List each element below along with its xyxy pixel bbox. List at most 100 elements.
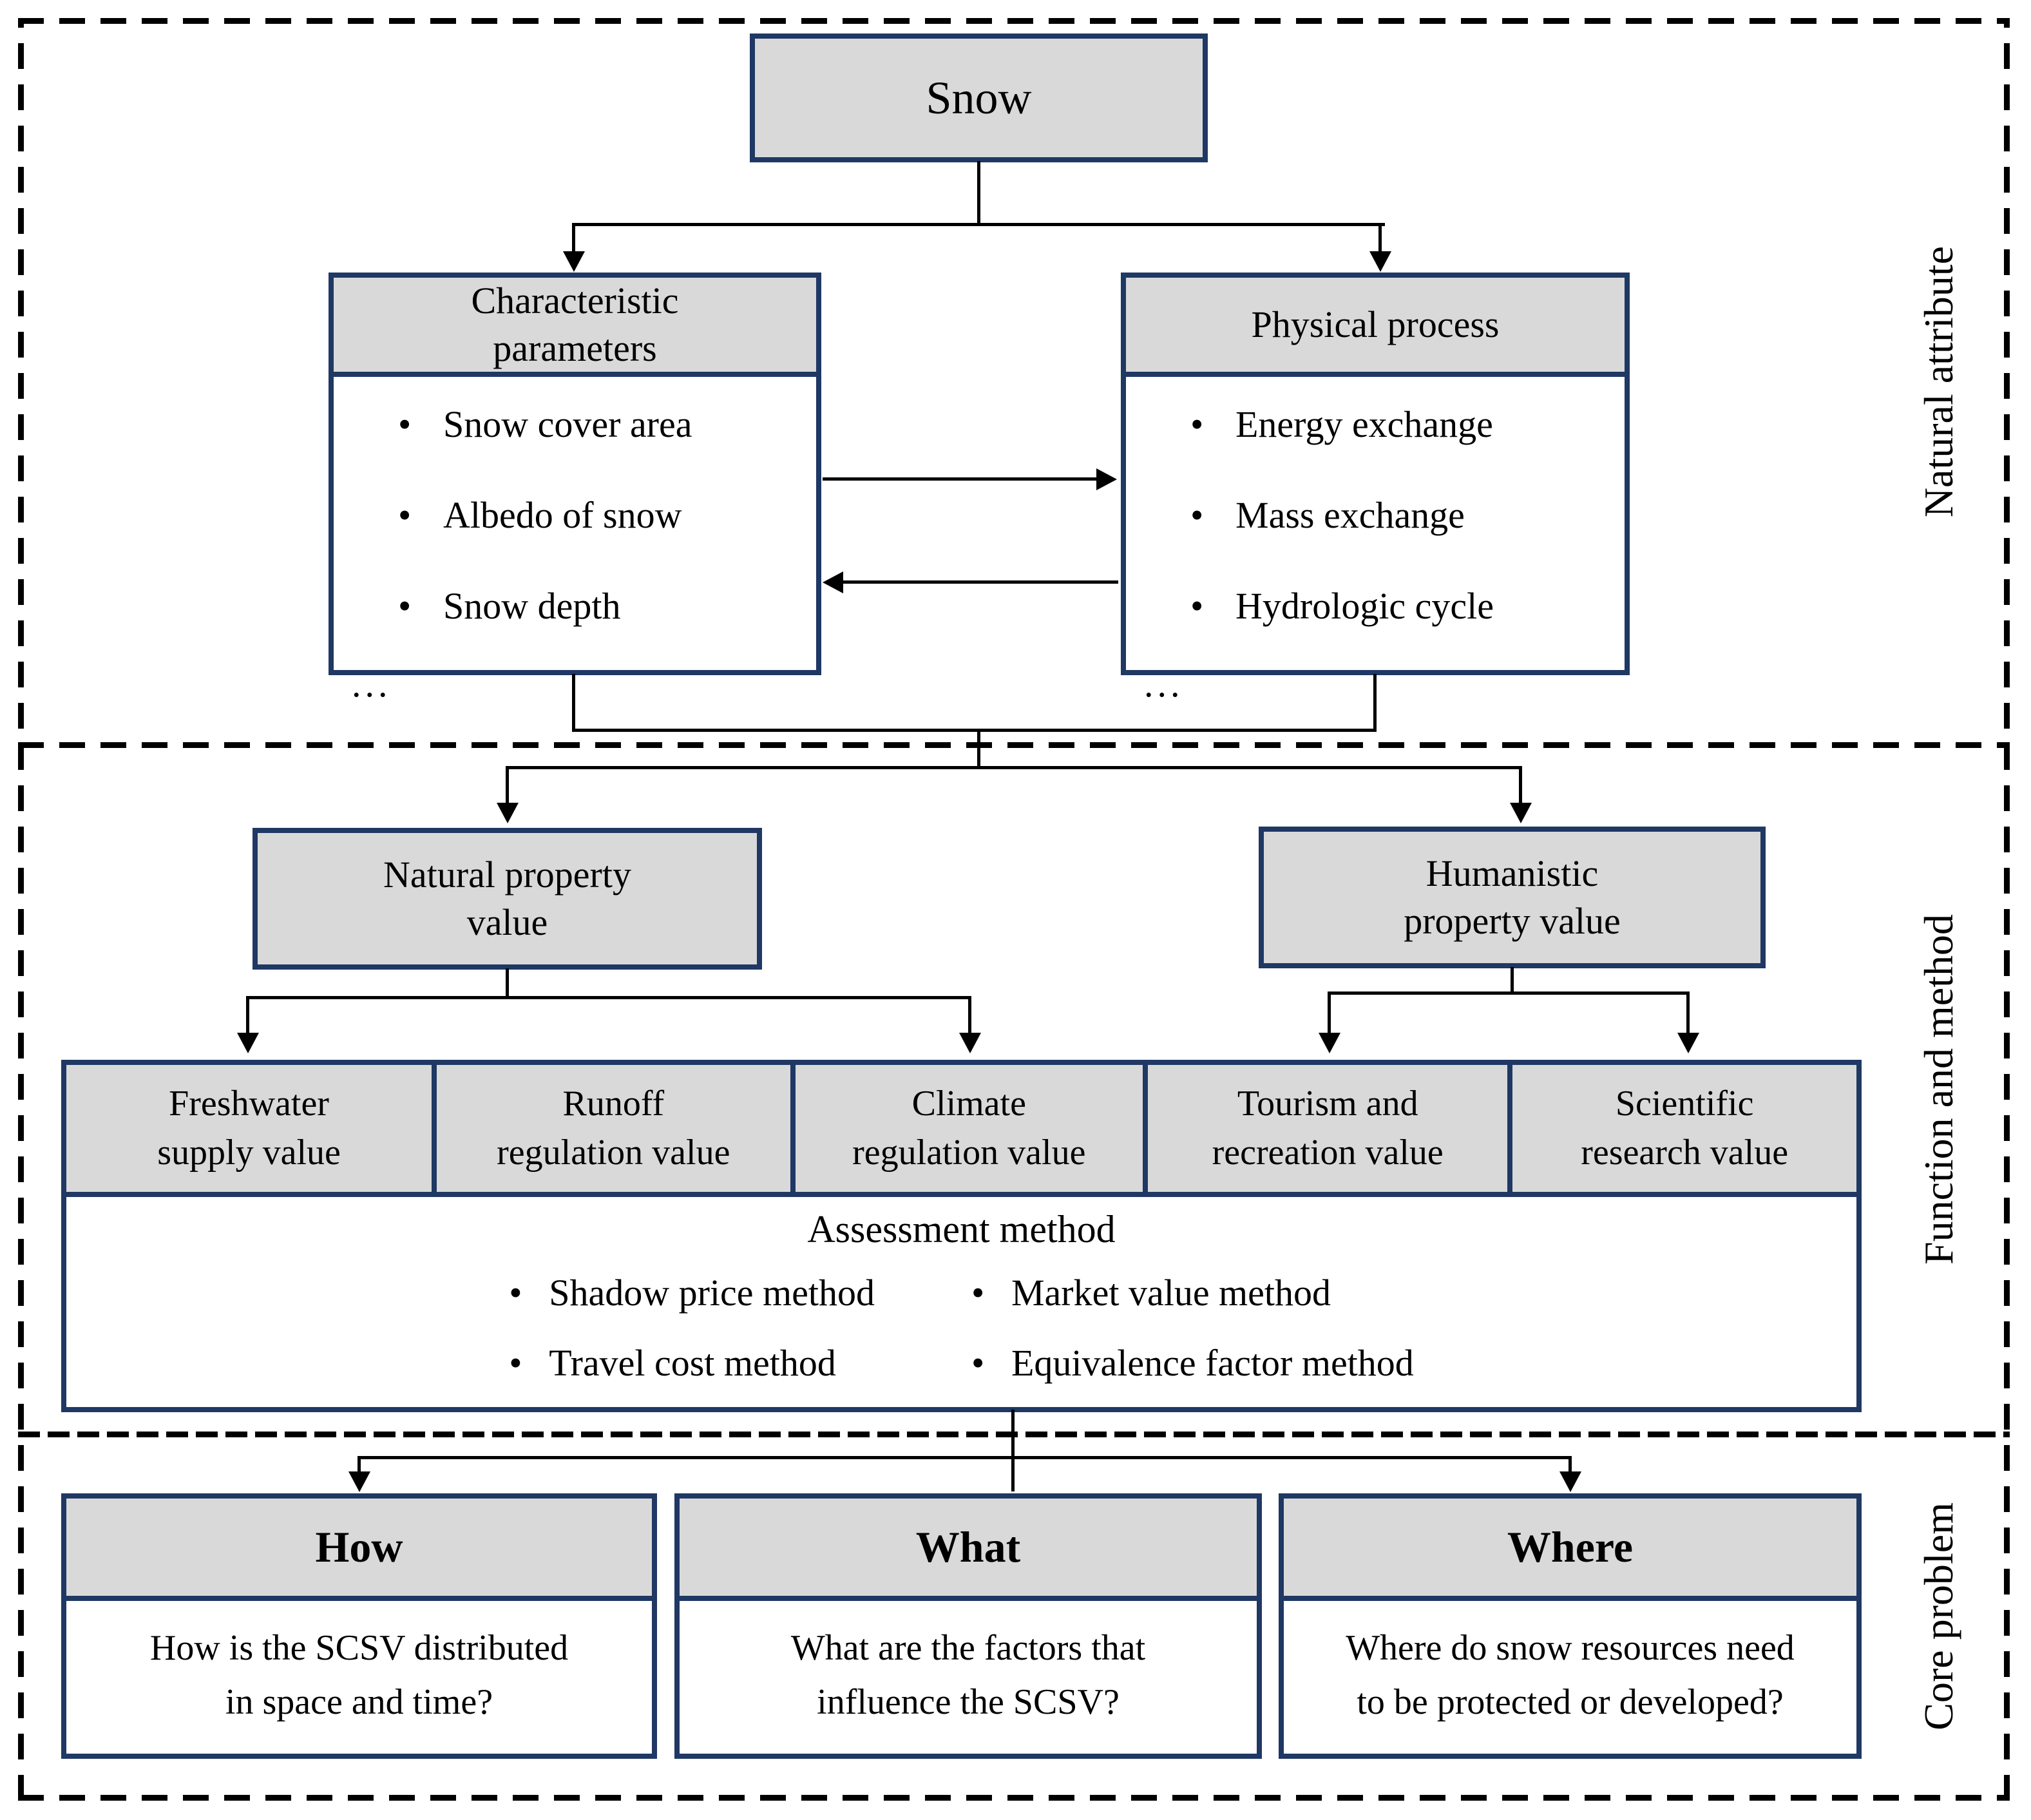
connector-line — [1328, 991, 1690, 995]
section-label-core-problem: Core problem — [1897, 1439, 1981, 1794]
humanistic-property-value-box: Humanistic property value — [1259, 827, 1766, 968]
box-line: Natural property — [383, 853, 631, 896]
list-item: Snow cover area — [398, 403, 810, 446]
value-box-scientific: Scientific research value — [1512, 1065, 1857, 1192]
connector-line — [843, 580, 1118, 584]
list-item: Energy exchange — [1190, 403, 1618, 446]
connector-line — [246, 996, 971, 999]
connector-line — [977, 161, 980, 224]
values-and-assessment-box: Freshwater supply value Runoff regulatio… — [61, 1060, 1862, 1412]
connector-line — [246, 996, 249, 1035]
body-line: What are the factors that — [790, 1627, 1146, 1668]
method-item: Market value method — [971, 1271, 1414, 1314]
ellipsis-text: ... — [352, 663, 392, 705]
connector-line — [572, 223, 1385, 226]
arrowhead-down-icon — [497, 803, 519, 823]
arrowhead-down-icon — [1559, 1471, 1581, 1492]
assessment-method-list: Shadow price method Market value method … — [66, 1271, 1856, 1384]
cell-line: regulation value — [497, 1132, 730, 1173]
section-label-function-method: Function and method — [1897, 750, 1981, 1429]
assessment-method-area: Assessment method Shadow price method Ma… — [66, 1207, 1856, 1384]
arrowhead-down-icon — [1677, 1033, 1699, 1053]
ellipsis-text: ... — [1144, 663, 1184, 705]
cell-line: Freshwater — [169, 1083, 329, 1124]
core-problem-where-header: Where — [1284, 1499, 1856, 1601]
connector-line — [1373, 674, 1377, 731]
connector-line — [977, 729, 980, 769]
box-line: property value — [1404, 900, 1621, 942]
assessment-method-title: Assessment method — [807, 1208, 1116, 1250]
core-problem-where-box: Where Where do snow resources need to be… — [1279, 1493, 1862, 1759]
section-divider-1 — [18, 742, 2010, 748]
method-item: Shadow price method — [509, 1271, 875, 1314]
core-problem-what-box: What What are the factors that influence… — [674, 1493, 1262, 1759]
section-label-natural-attribute: Natural attribute — [1897, 24, 1981, 740]
core-problem-where-body: Where do snow resources need to be prote… — [1284, 1601, 1856, 1748]
box-line: value — [466, 901, 548, 943]
physical-process-box: Physical process Energy exchange Mass ex… — [1121, 273, 1630, 705]
connector-line — [572, 674, 575, 731]
characteristic-parameters-box: Characteristic parameters Snow cover are… — [329, 273, 821, 705]
characteristic-parameters-header: Characteristic parameters — [334, 278, 816, 377]
connector-line — [1011, 1456, 1015, 1491]
method-item: Travel cost method — [509, 1341, 875, 1384]
core-problem-how-body: How is the SCSV distributed in space and… — [66, 1601, 652, 1748]
cell-line: regulation value — [852, 1132, 1086, 1173]
header-line: Physical process — [1251, 303, 1500, 345]
frame-bottom-border — [18, 1795, 2010, 1801]
value-box-tourism: Tourism and recreation value — [1148, 1065, 1513, 1192]
arrowhead-down-icon — [1369, 251, 1391, 272]
header-line: parameters — [493, 327, 657, 369]
connector-line — [506, 766, 509, 805]
connector-line — [358, 1456, 1572, 1459]
cell-line: Runoff — [562, 1083, 665, 1124]
arrowhead-right-icon — [1096, 468, 1117, 490]
snow-title: Snow — [926, 72, 1032, 124]
connector-line — [968, 996, 971, 1035]
core-problem-how-box: How How is the SCSV distributed in space… — [61, 1493, 657, 1759]
arrowhead-down-icon — [237, 1033, 259, 1053]
value-box-climate: Climate regulation value — [795, 1065, 1149, 1192]
natural-property-value-box: Natural property value — [253, 828, 762, 970]
body-line: Where do snow resources need — [1346, 1627, 1795, 1668]
list-item: Hydrologic cycle — [1190, 584, 1618, 627]
cell-line: supply value — [157, 1132, 341, 1173]
connector-line — [823, 477, 1098, 481]
cell-line: research value — [1581, 1132, 1789, 1173]
snow-box: Snow — [750, 34, 1208, 162]
section-label-text: Function and method — [1916, 914, 1961, 1265]
arrowhead-down-icon — [1510, 803, 1532, 823]
list-item: Mass exchange — [1190, 493, 1618, 537]
connector-line — [1378, 223, 1382, 254]
value-box-freshwater: Freshwater supply value — [66, 1065, 437, 1192]
physical-process-header: Physical process — [1126, 278, 1625, 377]
cell-line: Scientific — [1615, 1083, 1754, 1124]
connector-line — [572, 729, 1377, 732]
core-problem-what-body: What are the factors that influence the … — [680, 1601, 1257, 1748]
arrowhead-down-icon — [563, 251, 585, 272]
list-item: Albedo of snow — [398, 493, 810, 537]
body-line: to be protected or developed? — [1357, 1681, 1784, 1722]
arrowhead-down-icon — [1319, 1033, 1340, 1053]
connector-line — [358, 1456, 361, 1474]
connector-line — [1328, 991, 1331, 1035]
list-item: Snow depth — [398, 584, 810, 627]
connector-line — [572, 223, 575, 254]
connector-line — [506, 766, 1522, 769]
box-line: Humanistic — [1426, 852, 1599, 894]
arrowhead-down-icon — [959, 1033, 981, 1053]
body-line: influence the SCSV? — [817, 1681, 1120, 1722]
arrowhead-down-icon — [348, 1471, 370, 1492]
value-boxes-row: Freshwater supply value Runoff regulatio… — [66, 1065, 1857, 1197]
connector-line — [1511, 967, 1514, 994]
value-box-runoff: Runoff regulation value — [437, 1065, 796, 1192]
body-line: How is the SCSV distributed — [149, 1627, 569, 1668]
cell-line: recreation value — [1212, 1132, 1444, 1173]
connector-line — [1686, 991, 1690, 1035]
header-line: Characteristic — [471, 279, 679, 321]
cell-line: Climate — [911, 1083, 1026, 1124]
core-problem-what-header: What — [680, 1499, 1257, 1601]
physical-process-list: Energy exchange Mass exchange Hydrologic… — [1126, 377, 1625, 627]
core-problem-how-header: How — [66, 1499, 652, 1601]
